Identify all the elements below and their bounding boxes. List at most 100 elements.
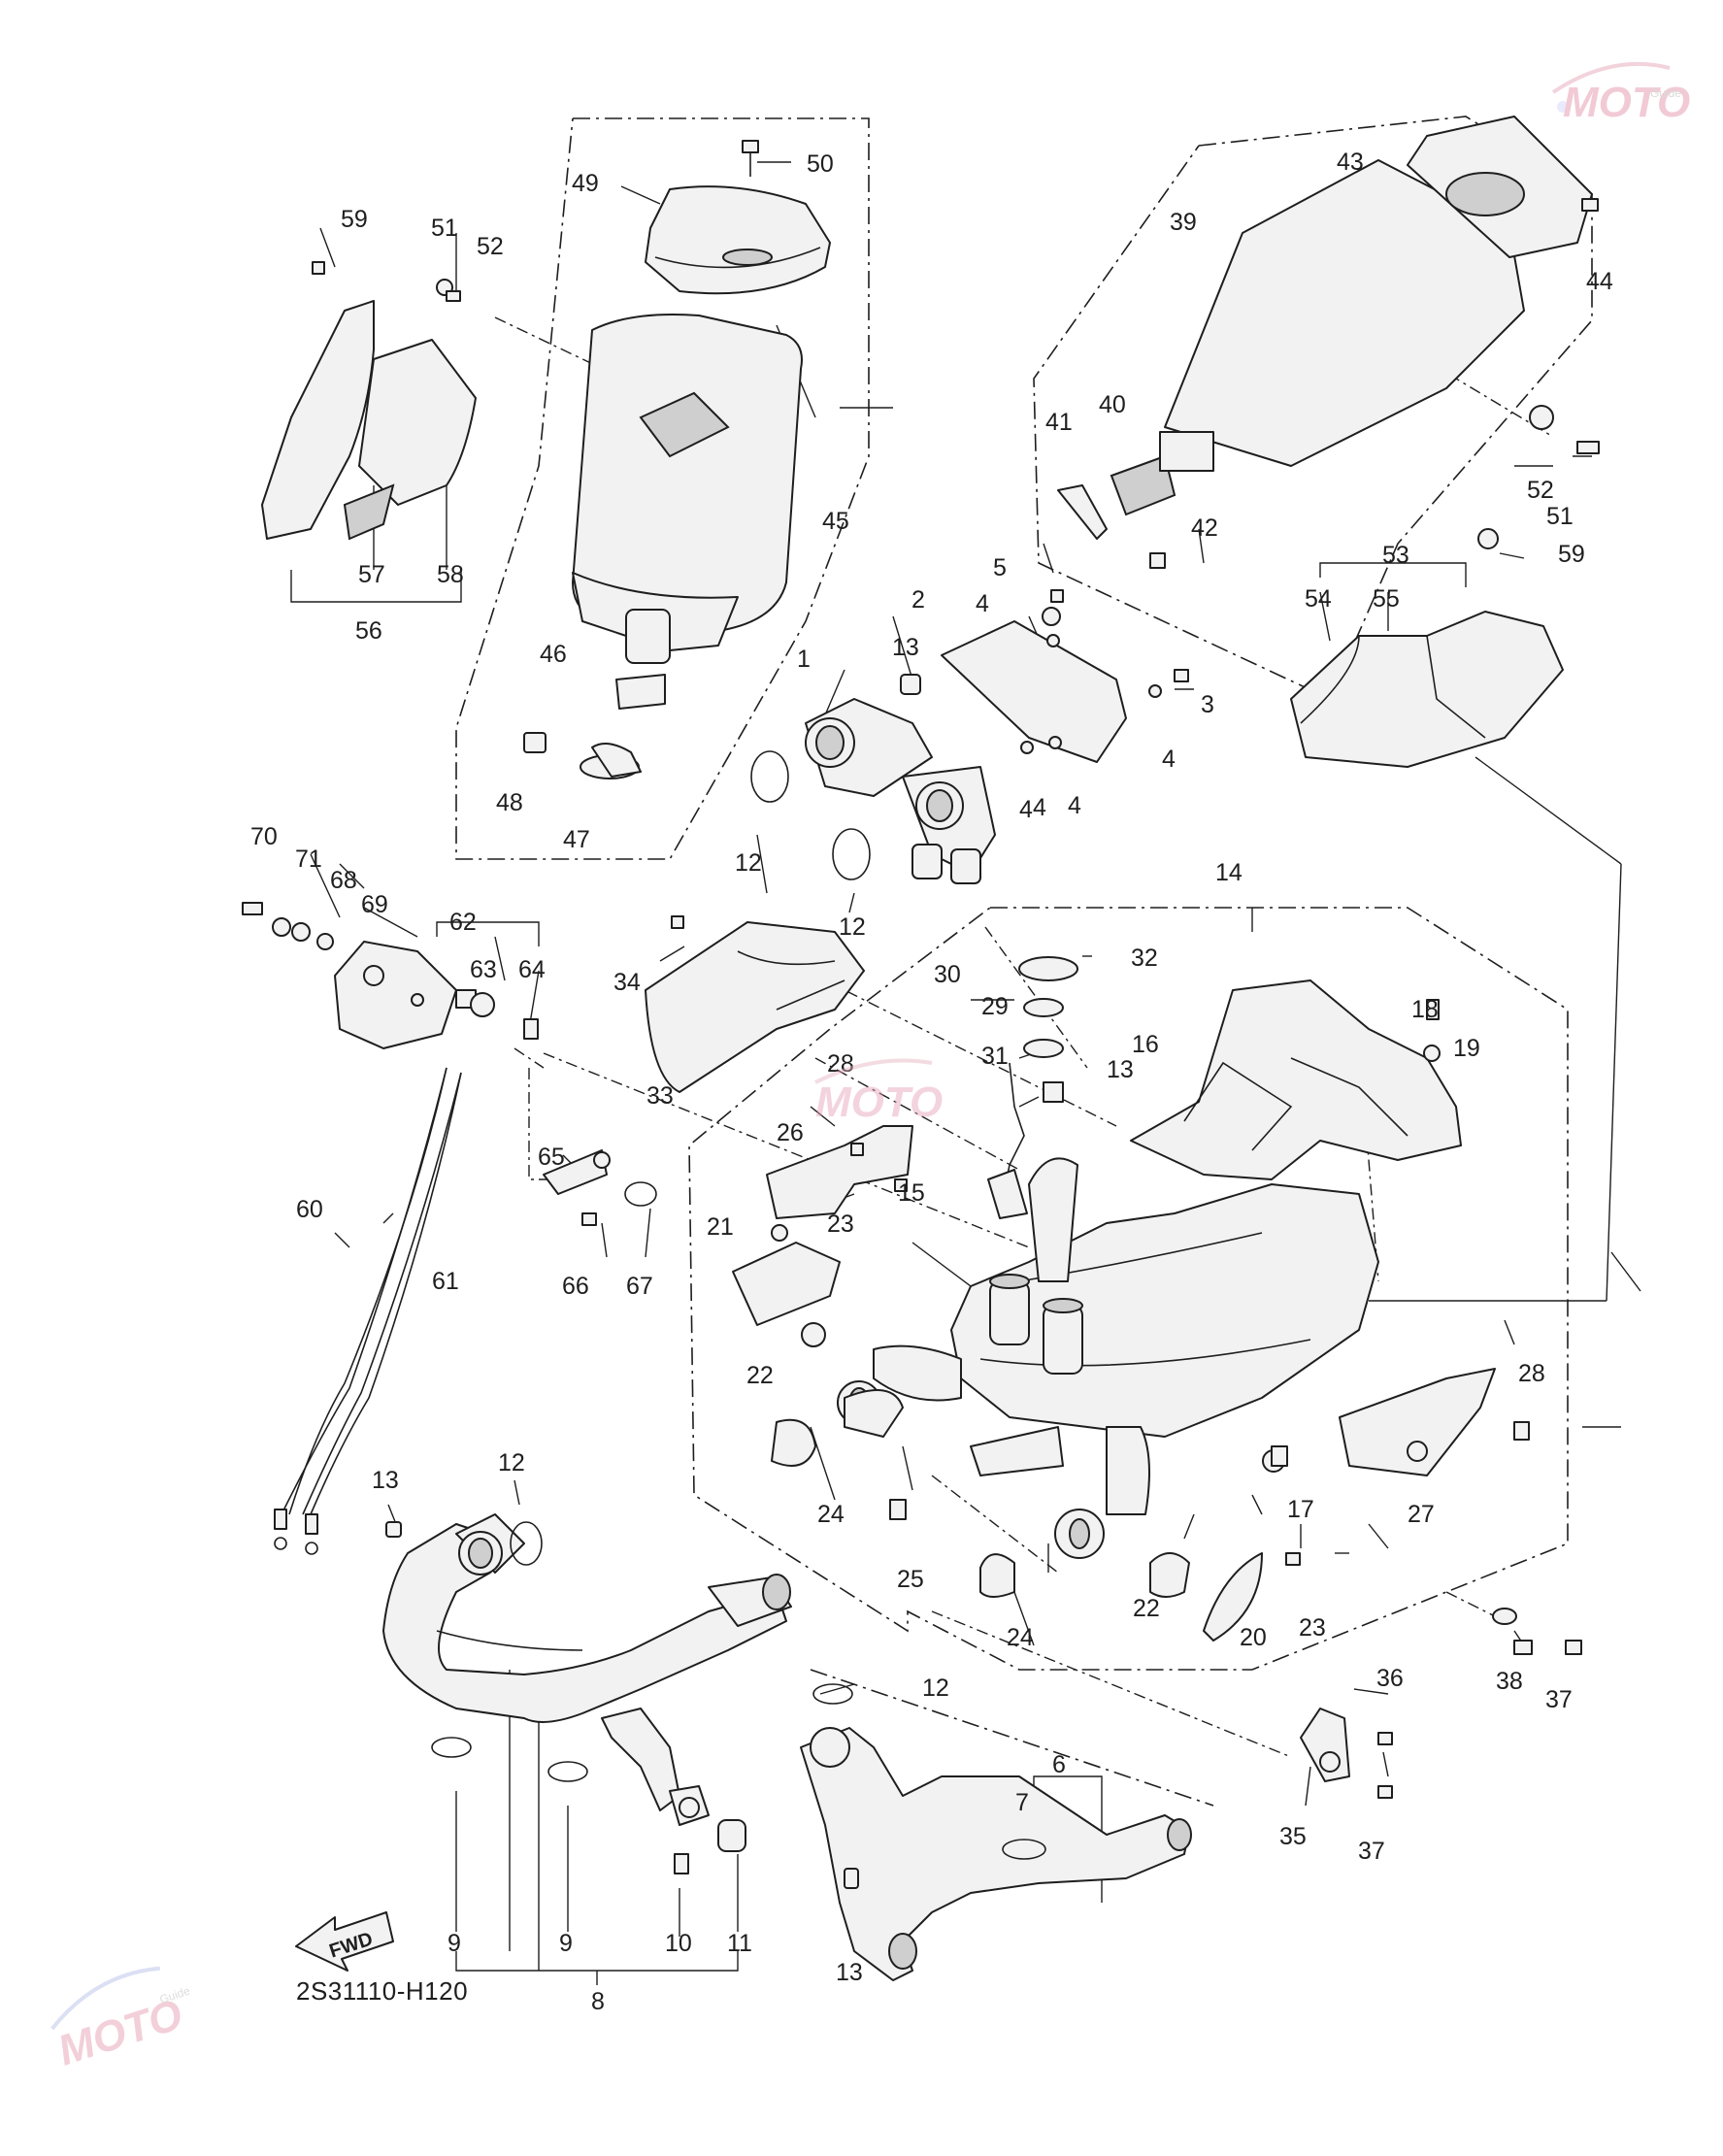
- callout: 21: [707, 1213, 734, 1241]
- drawing-code: 2S31110-H120: [296, 1976, 468, 2006]
- callout: 13: [892, 634, 919, 661]
- callout: 25: [897, 1566, 924, 1593]
- callout: 35: [1279, 1823, 1307, 1850]
- svg-text:MOTO: MOTO: [1563, 79, 1690, 126]
- callout: 13: [1107, 1056, 1134, 1083]
- callout: 16: [1132, 1031, 1159, 1058]
- callout: 12: [735, 849, 762, 877]
- callout: 59: [341, 206, 368, 233]
- callout: 37: [1358, 1838, 1385, 1865]
- callout: 40: [1099, 391, 1126, 418]
- group-boundaries: [455, 116, 1593, 1807]
- watermark-logo-mid: MOTO: [814, 1058, 943, 1126]
- watermark-logo-top: MOTO Guide: [1551, 61, 1690, 126]
- callout: 44: [1586, 268, 1613, 295]
- callout: 18: [1411, 996, 1439, 1023]
- callout: 55: [1373, 585, 1400, 613]
- callout: 12: [839, 913, 866, 941]
- callout: 6: [1052, 1751, 1066, 1778]
- callout: 42: [1191, 514, 1218, 542]
- callout: 33: [646, 1082, 674, 1110]
- callout: 28: [1518, 1360, 1545, 1387]
- callout: 39: [1170, 209, 1197, 236]
- callout: 7: [1015, 1789, 1029, 1816]
- callout: 14: [1215, 859, 1243, 886]
- callout: 34: [613, 969, 641, 996]
- callout: 23: [827, 1211, 854, 1238]
- callout: 30: [934, 961, 961, 988]
- callout-labels: 1 2 3 4 4 4 4 4 5 6 7 8 9 9 10 11 12 12 …: [250, 149, 1613, 2015]
- callout: 5: [993, 554, 1007, 581]
- callout: 37: [1545, 1686, 1573, 1713]
- callout: 58: [437, 561, 464, 588]
- callout: 62: [449, 909, 477, 936]
- right-header-group: [800, 1683, 1192, 1981]
- callout: 12: [922, 1675, 949, 1702]
- callout: 63: [470, 956, 497, 983]
- callout: 51: [431, 215, 458, 242]
- callout: 4: [976, 590, 989, 617]
- callout: 4: [1019, 796, 1033, 823]
- callout: 24: [1007, 1624, 1034, 1651]
- callout: 3: [1201, 691, 1214, 718]
- callout: 32: [1131, 945, 1158, 972]
- lower-guards-group: [732, 1224, 1582, 1655]
- fwd-arrow-icon: FWD: [295, 1911, 394, 1972]
- callout: 65: [538, 1144, 565, 1171]
- callout: 19: [1453, 1035, 1480, 1062]
- callout: 22: [746, 1362, 774, 1389]
- callout: 67: [626, 1273, 653, 1300]
- watermark-logo-bottom: MOTO Guide: [50, 1966, 192, 2075]
- callout: 2: [911, 586, 925, 614]
- callout: 54: [1305, 585, 1332, 613]
- callout: 9: [559, 1930, 573, 1957]
- callout: 53: [1382, 542, 1409, 569]
- callout: 56: [355, 617, 382, 645]
- callout: 68: [330, 867, 357, 894]
- callout: 64: [518, 956, 546, 983]
- callout: 57: [358, 561, 385, 588]
- callout: 28: [827, 1050, 854, 1078]
- sensor-bracket-group: [645, 915, 1078, 1219]
- left-heat-guard-group: [261, 261, 477, 541]
- left-header-group: [382, 1513, 792, 1874]
- callout: 23: [1299, 1614, 1326, 1642]
- callout: 11: [727, 1930, 752, 1957]
- callout: 52: [477, 233, 504, 260]
- callout: 29: [981, 993, 1009, 1020]
- callout: 36: [1376, 1665, 1404, 1692]
- servo-cables-group: [242, 902, 657, 1555]
- callout: 17: [1287, 1496, 1314, 1523]
- top-plate-group: [1130, 979, 1462, 1180]
- callout: 27: [1408, 1501, 1435, 1528]
- callout: 52: [1527, 477, 1554, 504]
- callout: 26: [777, 1119, 804, 1146]
- callout: 49: [572, 170, 599, 197]
- callout: 69: [361, 891, 388, 918]
- bracket-35-group: [1300, 1608, 1517, 1799]
- svg-text:Guide: Guide: [1650, 86, 1681, 100]
- callout: 43: [1337, 149, 1364, 176]
- right-cover-group: [1057, 116, 1600, 569]
- callout: 10: [665, 1930, 692, 1957]
- callout: 13: [372, 1467, 399, 1494]
- callout: 61: [432, 1268, 459, 1295]
- svg-text:MOTO: MOTO: [815, 1078, 943, 1126]
- callout: 8: [591, 1988, 605, 2015]
- callout: 31: [981, 1043, 1009, 1070]
- callout: 24: [817, 1501, 845, 1528]
- callout: 51: [1546, 503, 1574, 530]
- joint-pipes-group: [750, 589, 1189, 884]
- callout: 12: [498, 1449, 525, 1476]
- callout: 4: [1068, 792, 1081, 819]
- callout: 13: [836, 1959, 863, 1986]
- callout: 41: [1045, 409, 1073, 436]
- callout: 50: [807, 150, 834, 178]
- callout: 70: [250, 823, 278, 850]
- callout: 71: [295, 846, 322, 873]
- callout: 66: [562, 1273, 589, 1300]
- callout: 4: [1033, 794, 1046, 821]
- right-heat-guard-group: [1290, 611, 1564, 768]
- callout: 47: [563, 826, 590, 853]
